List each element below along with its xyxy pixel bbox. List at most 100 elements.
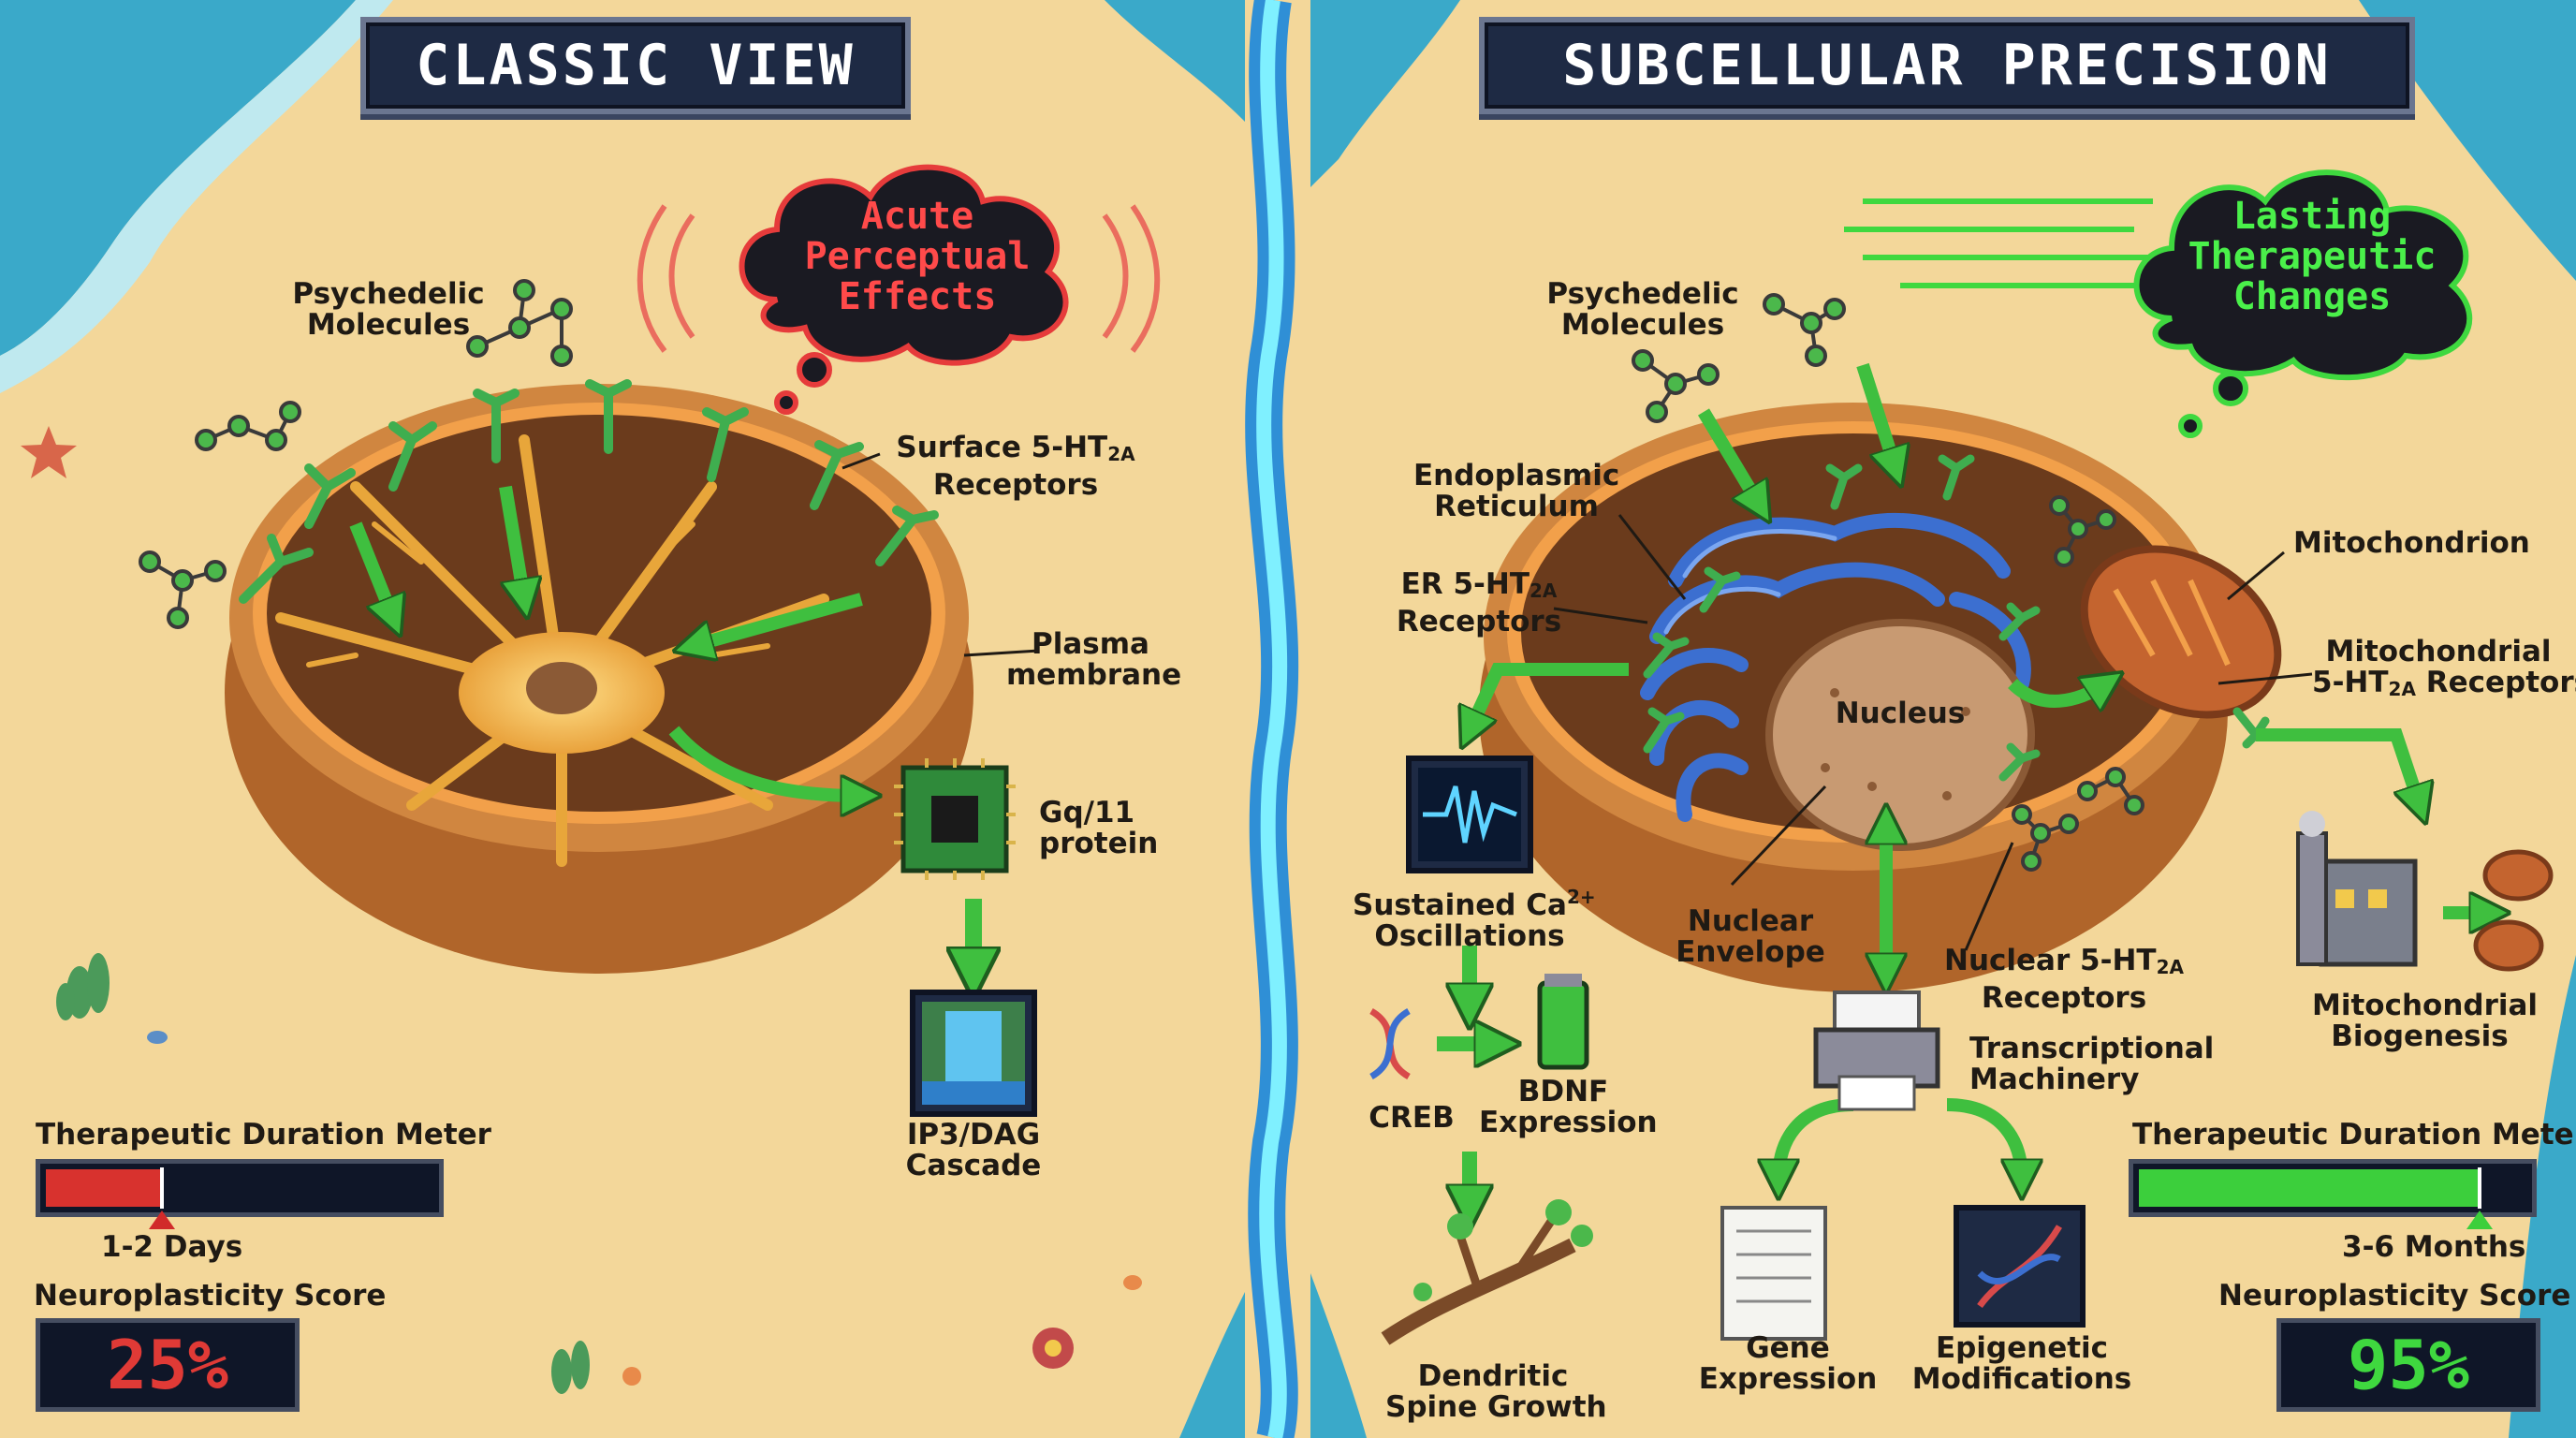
label-er-receptors: ER 5-HT2A Receptors <box>1396 567 1562 638</box>
pebble-left <box>147 1031 168 1044</box>
vial-icon <box>1537 974 1589 1070</box>
shell-left-2 <box>1123 1275 1142 1290</box>
duration-meter-pointer-right <box>2466 1211 2493 1229</box>
lasting-changes-cloud <box>1844 169 2473 438</box>
nucleus <box>1765 619 2035 851</box>
dna-icon-epigenetic <box>1954 1205 2086 1328</box>
seaweed-bottom-left <box>551 1341 590 1394</box>
dna-icon-creb <box>1369 1007 1411 1080</box>
acute-effects-text: Acute Perceptual Effects <box>804 195 1031 318</box>
duration-meter-label-right: Therapeutic Duration Meter <box>2132 1118 2576 1152</box>
arrow-transcription-to-epigenetic <box>1946 1098 2022 1180</box>
neuroplasticity-label-left: Neuroplasticity Score <box>34 1279 387 1313</box>
label-mitochondrion: Mitochondrion <box>2293 526 2530 560</box>
psychedelic-molecule-8 <box>2077 767 2144 815</box>
leader-lines <box>842 452 2313 951</box>
neuroplasticity-value-left: 25% <box>106 1326 229 1404</box>
label-nucleus: Nucleus <box>1835 697 1966 730</box>
endoplasmic-reticulum <box>1640 512 2031 822</box>
classic-cell <box>225 384 973 974</box>
water-bottom-left <box>1179 1292 1245 1438</box>
acute-effects-cloud <box>637 164 1161 415</box>
duration-value-right: 3-6 Months <box>2342 1230 2526 1264</box>
scroll-icon <box>1720 1206 1827 1341</box>
duration-meter-right <box>2129 1159 2537 1229</box>
psychedelic-molecule-1 <box>466 279 573 367</box>
duration-meter-marker-right <box>2478 1167 2481 1209</box>
label-surface-receptors: Surface 5-HT2A Receptors <box>896 431 1135 502</box>
duration-meter-fill-left <box>46 1169 162 1207</box>
starfish-left <box>21 426 77 478</box>
arrow-molecule-to-er-1 <box>1697 408 1760 506</box>
shell-left <box>622 1367 641 1386</box>
duration-value-left: 1-2 Days <box>101 1230 243 1264</box>
arrow-receptor-to-neuron-2 <box>499 485 524 599</box>
classic-view-title: CLASSIC VIEW <box>360 17 911 114</box>
factory-icon <box>2296 811 2418 967</box>
mitochondrion <box>2080 545 2282 719</box>
flower-left <box>1032 1328 1074 1369</box>
divider-stream-core <box>1256 0 1288 1438</box>
arrow-molecule-to-er-2 <box>1856 362 1895 468</box>
arrow-er-to-mitochondrion <box>2008 683 2106 701</box>
intracellular-receptors <box>1643 454 2270 782</box>
duration-meter-pointer-left <box>149 1211 175 1229</box>
surf-top-left <box>0 0 393 393</box>
psychedelic-molecule-7 <box>2012 804 2079 872</box>
seaweed-left <box>56 953 110 1020</box>
neuroplasticity-score-right: 95% <box>2276 1318 2540 1412</box>
subcellular-precision-title-text: SUBCELLULAR PRECISION <box>1562 33 2332 98</box>
psychedelic-molecule-6 <box>2049 495 2116 567</box>
neuroplasticity-label-right: Neuroplasticity Score <box>2218 1279 2571 1313</box>
duration-meter-fill-right <box>2139 1169 2480 1207</box>
psychedelic-molecule-4 <box>1763 293 1846 367</box>
psychedelic-molecule-2 <box>195 401 301 451</box>
arrow-receptor-to-neuron-3 <box>693 593 863 646</box>
neuron-nucleus <box>526 662 597 714</box>
neuroplasticity-value-right: 95% <box>2347 1326 2470 1404</box>
arrow-er-to-ca <box>1470 663 1629 730</box>
waterfall-icon <box>910 990 1037 1117</box>
printer-icon <box>1813 990 1940 1111</box>
branch-icon <box>1381 1199 1593 1345</box>
label-creb: CREB <box>1368 1101 1455 1135</box>
nucleus-pores <box>1821 688 1970 800</box>
mini-mitochondria-icon <box>2473 849 2554 972</box>
label-sustained-ca: Sustained Ca2+ Oscillations <box>1353 886 1596 953</box>
neuroplasticity-score-left: 25% <box>36 1318 300 1412</box>
duration-meter-label-left: Therapeutic Duration Meter <box>36 1118 491 1152</box>
label-nuclear-receptors: Nuclear 5-HT2A Receptors <box>1944 944 2184 1015</box>
water-top-mid <box>1105 0 1245 122</box>
arrow-transcription-to-gene <box>1778 1098 1854 1180</box>
water-bottom-mid <box>1310 1273 1367 1438</box>
oscillation-monitor-icon <box>1406 756 1533 873</box>
label-mitochondrial-receptors: Mitochondrial 5-HT2A Receptors <box>2312 635 2576 701</box>
psychedelic-molecule-3 <box>139 550 227 629</box>
classic-view-title-text: CLASSIC VIEW <box>416 33 856 98</box>
water-top-right <box>1310 0 1460 187</box>
arrow-receptor-to-neuron-1 <box>349 521 393 618</box>
lasting-changes-text: Lasting Therapeutic Changes <box>2188 195 2437 318</box>
psychedelic-molecule-5 <box>1632 349 1720 423</box>
subcellular-precision-title: SUBCELLULAR PRECISION <box>1479 17 2415 114</box>
arrow-mito-to-biogenesis <box>2256 728 2420 805</box>
surface-receptors <box>239 379 939 604</box>
duration-meter-marker-left <box>160 1167 164 1209</box>
gq-chip-icon <box>894 758 1016 880</box>
duration-meter-left <box>36 1159 444 1229</box>
water-top-left <box>0 0 356 356</box>
